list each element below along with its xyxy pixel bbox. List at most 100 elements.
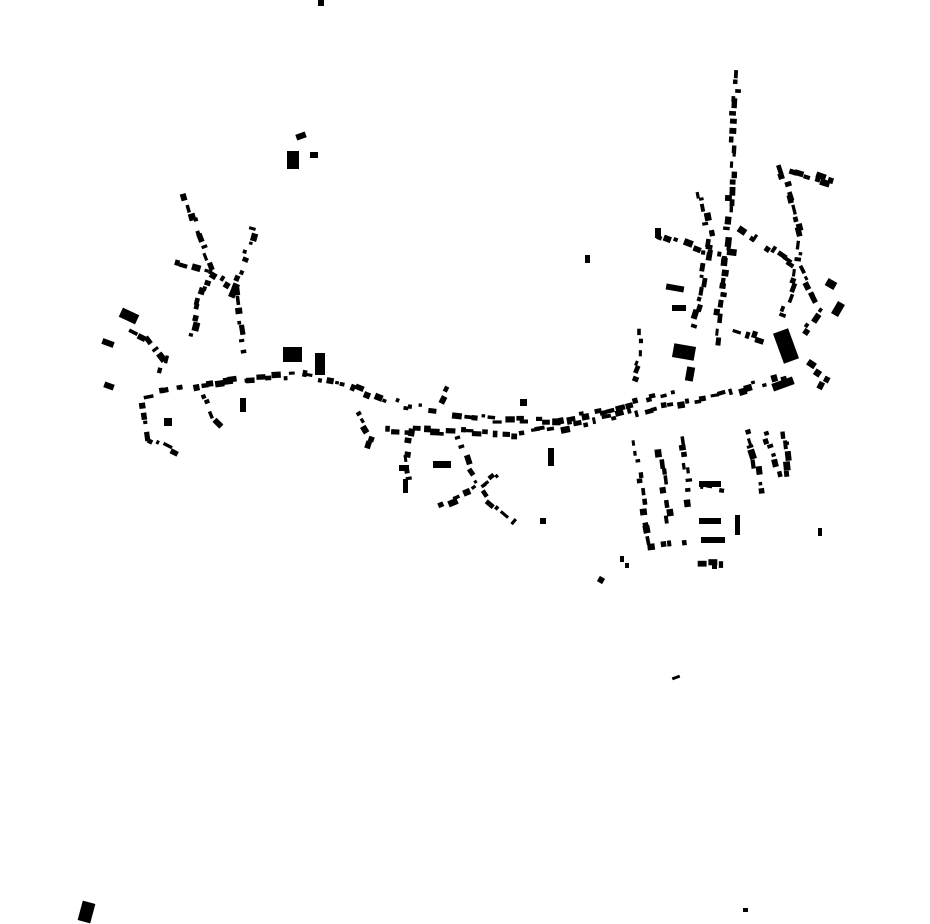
building	[423, 425, 431, 433]
building	[620, 556, 624, 562]
building	[458, 444, 465, 450]
building	[783, 470, 790, 478]
building	[663, 499, 670, 509]
building	[662, 234, 672, 244]
building	[385, 425, 390, 432]
building	[802, 327, 811, 336]
building	[672, 305, 686, 311]
building	[160, 386, 169, 394]
building	[794, 257, 802, 262]
building	[164, 418, 172, 426]
building	[660, 393, 668, 399]
building	[697, 560, 707, 567]
building	[638, 338, 644, 344]
building	[355, 410, 362, 417]
building	[245, 377, 255, 384]
building	[480, 480, 490, 489]
building	[407, 428, 416, 437]
building	[782, 461, 791, 471]
building	[735, 515, 740, 535]
building	[792, 216, 799, 223]
building	[763, 245, 772, 254]
building	[318, 0, 324, 6]
building	[634, 360, 639, 367]
building	[283, 376, 288, 381]
building	[700, 250, 706, 255]
building	[818, 528, 822, 536]
building	[750, 380, 756, 385]
building	[770, 245, 778, 254]
building	[197, 286, 206, 296]
building	[729, 179, 736, 185]
building	[648, 393, 656, 399]
building	[708, 229, 716, 237]
building	[437, 501, 445, 509]
building	[473, 479, 478, 484]
building	[546, 426, 555, 432]
building	[487, 415, 496, 420]
building	[699, 518, 721, 524]
building	[663, 475, 669, 485]
building	[803, 322, 810, 329]
building	[373, 392, 384, 402]
building	[638, 350, 642, 357]
building	[701, 537, 725, 543]
building	[750, 459, 756, 469]
building	[822, 375, 831, 384]
building	[295, 131, 307, 141]
building	[403, 454, 408, 463]
building	[536, 416, 543, 421]
building	[403, 406, 409, 411]
building	[780, 431, 786, 440]
building	[185, 204, 191, 213]
building	[391, 429, 400, 435]
building	[502, 431, 511, 438]
building	[721, 269, 730, 277]
building	[156, 351, 168, 364]
building	[732, 149, 737, 157]
building	[464, 428, 474, 433]
building	[761, 382, 767, 388]
building	[605, 407, 615, 414]
building	[367, 435, 375, 443]
building	[249, 232, 259, 242]
building	[271, 371, 281, 379]
building	[666, 540, 672, 547]
building	[283, 347, 302, 362]
building	[729, 161, 734, 168]
building	[681, 462, 686, 470]
building	[684, 398, 690, 404]
building	[671, 674, 681, 681]
building	[156, 367, 163, 374]
building	[663, 515, 669, 524]
building	[729, 186, 736, 196]
building	[228, 287, 239, 299]
building	[192, 383, 201, 392]
building	[785, 260, 795, 269]
building	[703, 212, 712, 222]
building	[743, 908, 748, 912]
building	[326, 377, 335, 385]
building	[744, 331, 751, 340]
building	[438, 431, 444, 436]
building	[248, 241, 253, 246]
building	[601, 413, 612, 420]
building	[204, 268, 210, 273]
building	[418, 403, 423, 407]
building	[733, 70, 739, 79]
building	[699, 203, 706, 213]
building	[684, 366, 696, 382]
building	[676, 401, 686, 409]
building	[712, 563, 717, 569]
building	[381, 398, 387, 404]
building	[470, 484, 477, 491]
building	[304, 372, 313, 378]
building	[481, 414, 486, 418]
building	[464, 414, 474, 420]
building	[724, 216, 732, 225]
building	[248, 226, 256, 231]
building	[680, 451, 688, 458]
building	[505, 416, 515, 423]
building	[566, 415, 576, 423]
building	[809, 295, 818, 304]
